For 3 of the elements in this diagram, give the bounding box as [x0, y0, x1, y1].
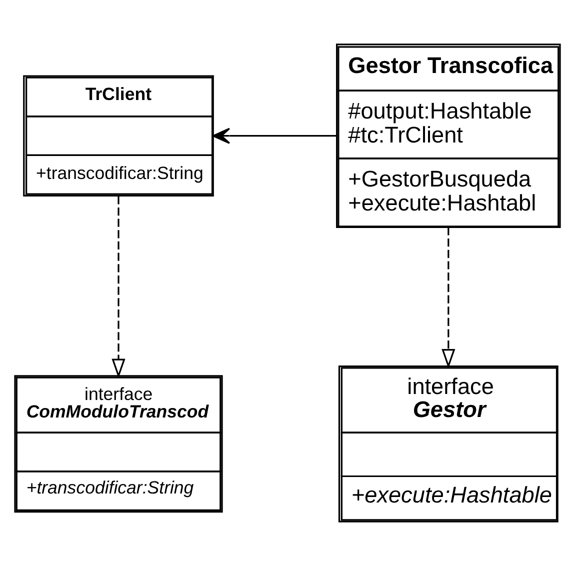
- arrow: [442, 226, 456, 368]
- arrow: [212, 127, 337, 144]
- arrow: [112, 196, 126, 378]
